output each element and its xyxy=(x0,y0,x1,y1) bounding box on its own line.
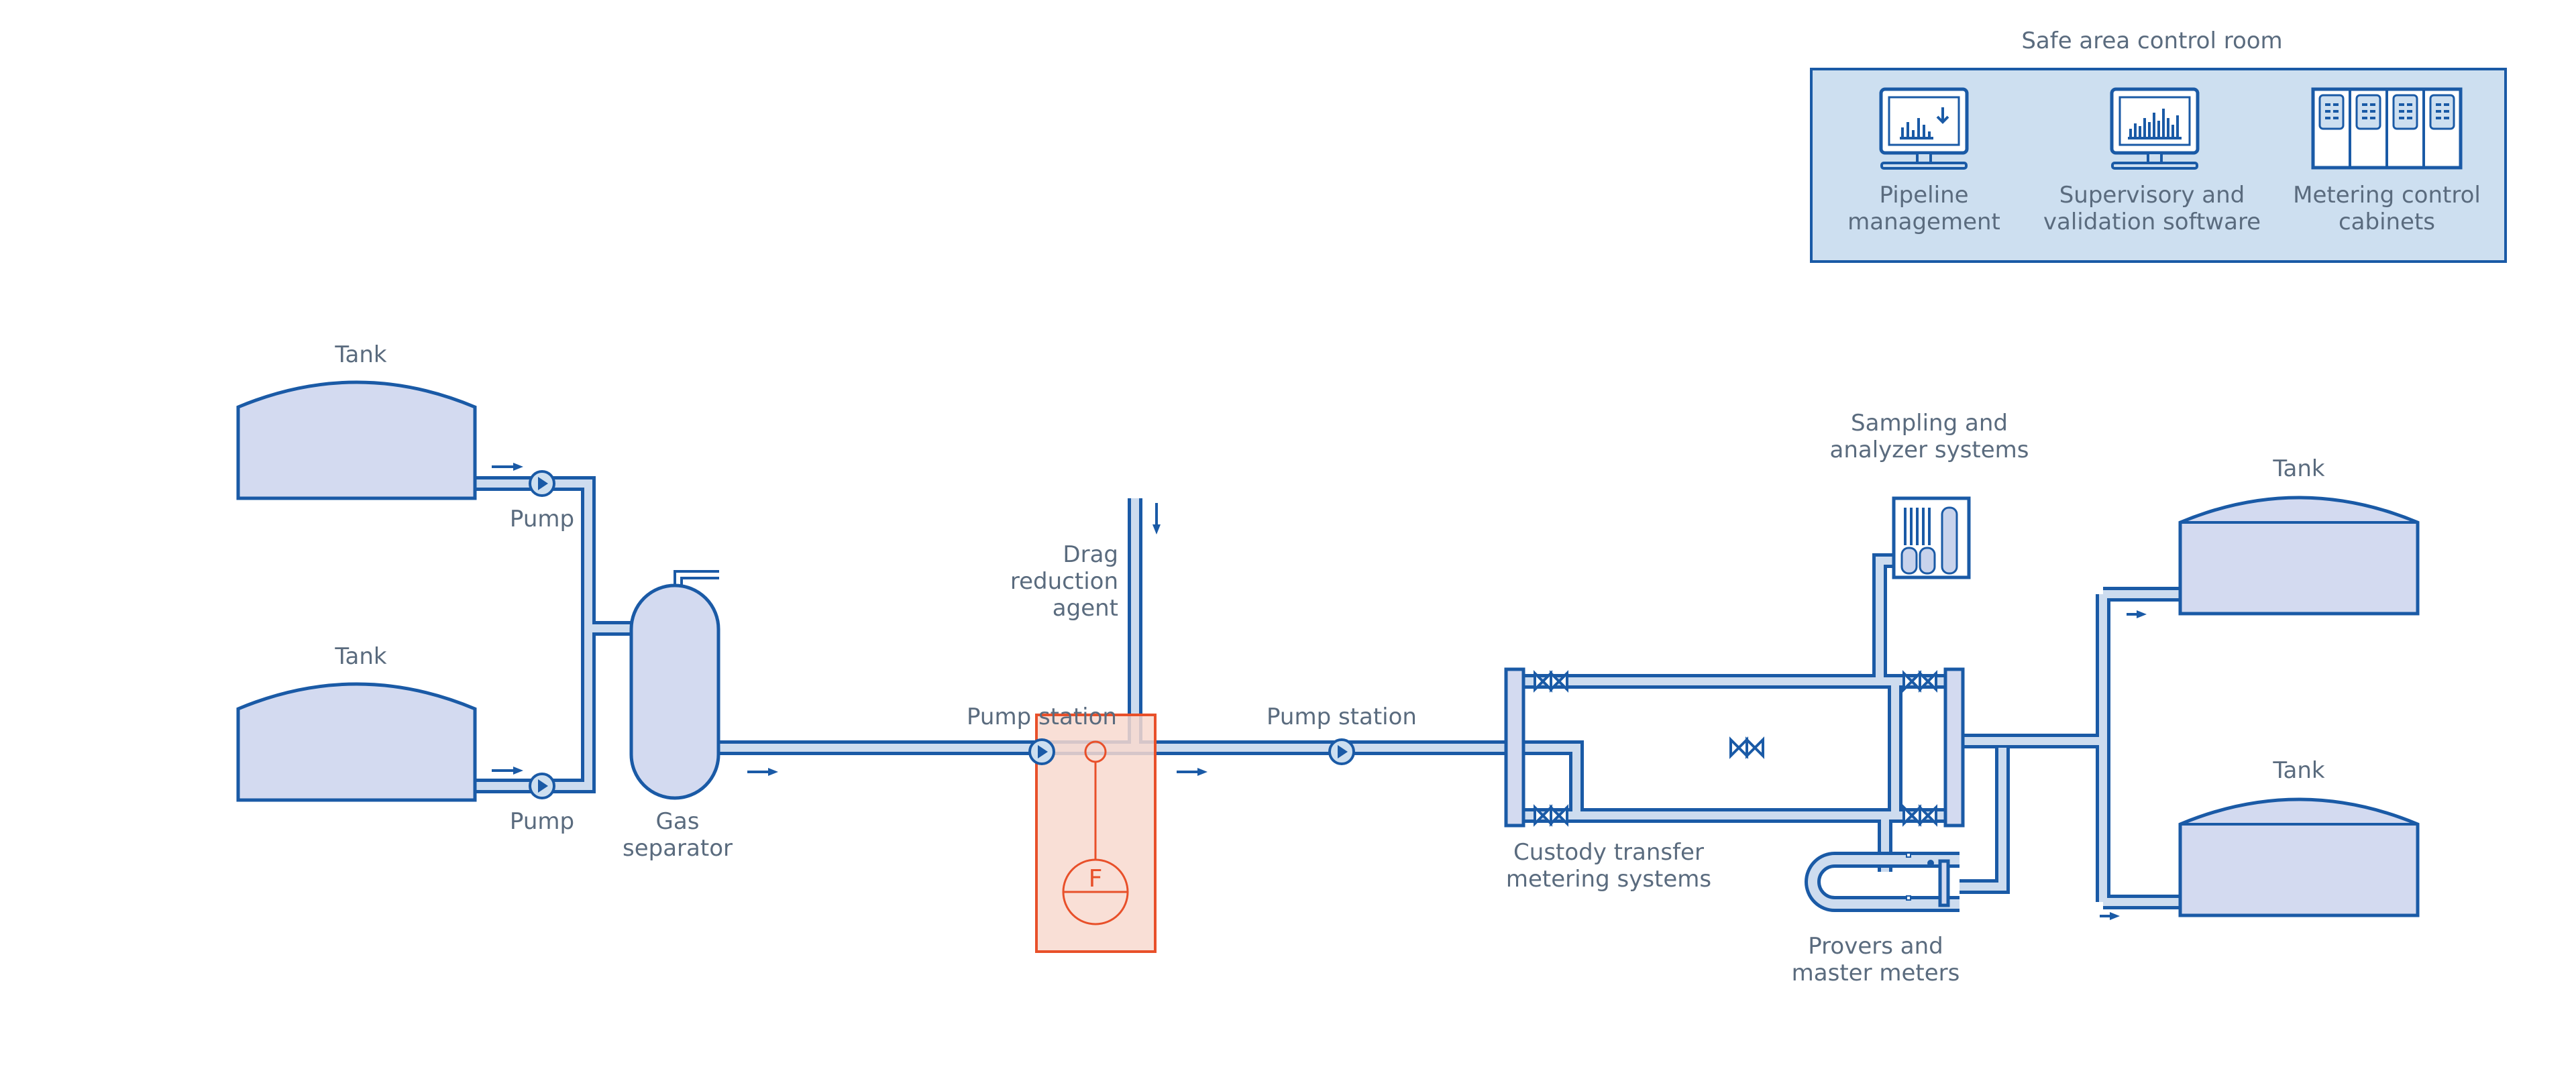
flow-meter-symbol: F xyxy=(1089,865,1103,893)
pump-icon xyxy=(529,773,555,799)
tank-left-top[interactable]: Tank xyxy=(236,341,477,500)
tank-right-top-label: Tank xyxy=(2272,455,2325,482)
arrow-right-icon xyxy=(2100,912,2120,920)
pump-icon xyxy=(529,470,555,497)
provers-label-2: master meters xyxy=(1792,960,1960,986)
pipeline-management-label-2: management xyxy=(1847,209,2000,235)
pipeline-management-label-1: Pipeline xyxy=(1879,182,1968,209)
custody-label-2: metering systems xyxy=(1506,866,1711,893)
pump-icon xyxy=(1328,738,1355,765)
arrow-down-icon xyxy=(1152,503,1161,534)
tank-right-bottom[interactable]: Tank xyxy=(2178,757,2420,917)
gas-separator-label-2: separator xyxy=(623,835,733,862)
custody-label-1: Custody transfer xyxy=(1513,839,1704,866)
tank-right-top[interactable]: Tank xyxy=(2178,455,2420,616)
pipeline-management[interactable]: Pipeline management xyxy=(1847,87,2000,235)
supervisory-validation-software[interactable]: Supervisory and validation software xyxy=(2043,87,2261,235)
tank-left-bottom-label: Tank xyxy=(334,643,387,670)
pump-station-2-label: Pump station xyxy=(1267,703,1417,730)
drag-reduction-agent[interactable]: Drag reduction agent xyxy=(1010,503,1161,622)
flow-arrows xyxy=(492,463,2147,920)
monitor-download-icon xyxy=(1879,87,1969,170)
cabinets-label-1: Metering control xyxy=(2293,182,2481,209)
pump-icon xyxy=(1028,738,1055,765)
pump-bottom[interactable]: Pump xyxy=(510,773,574,835)
control-room-title: Safe area control room xyxy=(2021,27,2282,54)
pump-top[interactable]: Pump xyxy=(510,470,574,532)
arrow-right-icon xyxy=(747,768,778,776)
pump-station-2[interactable]: Pump station xyxy=(1267,703,1417,765)
provers-label-1: Provers and xyxy=(1808,933,1943,960)
gas-separator-label-1: Gas xyxy=(656,808,700,835)
drag-label-2: reduction xyxy=(1010,568,1118,595)
provers-master-meters[interactable]: Provers and master meters xyxy=(1792,852,1960,986)
custody-transfer-metering[interactable]: Custody transfer metering systems xyxy=(1504,667,1965,893)
sampling-label-2: analyzer systems xyxy=(1830,437,2029,463)
flow-meter-icon: F xyxy=(1062,740,1129,925)
drag-label-1: Drag xyxy=(1063,541,1118,568)
arrow-right-icon xyxy=(1177,768,1208,776)
pump-bottom-label: Pump xyxy=(510,808,574,835)
pump-station-1-label: Pump station xyxy=(967,703,1117,730)
pump-station-1[interactable]: Pump station xyxy=(967,703,1117,765)
arrow-right-icon xyxy=(492,767,523,775)
sampling-analyzer-systems[interactable]: Sampling and analyzer systems xyxy=(1830,410,2029,579)
pump-top-label: Pump xyxy=(510,506,574,532)
tank-left-top-label: Tank xyxy=(334,341,387,368)
arrow-right-icon xyxy=(2127,610,2147,618)
monitor-chart-icon xyxy=(2110,87,2200,170)
supervisory-label-2: validation software xyxy=(2043,209,2261,235)
metering-control-cabinets[interactable]: Metering control cabinets xyxy=(2293,87,2481,235)
tank-left-bottom[interactable]: Tank xyxy=(236,643,477,802)
arrow-right-icon xyxy=(492,463,523,471)
drag-label-3: agent xyxy=(1053,595,1118,622)
tank-right-bottom-label: Tank xyxy=(2272,757,2325,784)
analyzer-icon xyxy=(1900,506,1958,575)
control-cabinets-icon xyxy=(2311,87,2463,170)
gas-separator[interactable]: Gas separator xyxy=(623,570,733,862)
sampling-label-1: Sampling and xyxy=(1851,410,2008,437)
supervisory-label-1: Supervisory and xyxy=(2059,182,2245,209)
flow-meter-highlight[interactable]: F xyxy=(1035,714,1157,953)
control-room: Safe area control room Pipeline manageme… xyxy=(1810,27,2507,263)
valve-icon xyxy=(1534,670,1937,827)
cabinets-label-2: cabinets xyxy=(2339,209,2435,235)
